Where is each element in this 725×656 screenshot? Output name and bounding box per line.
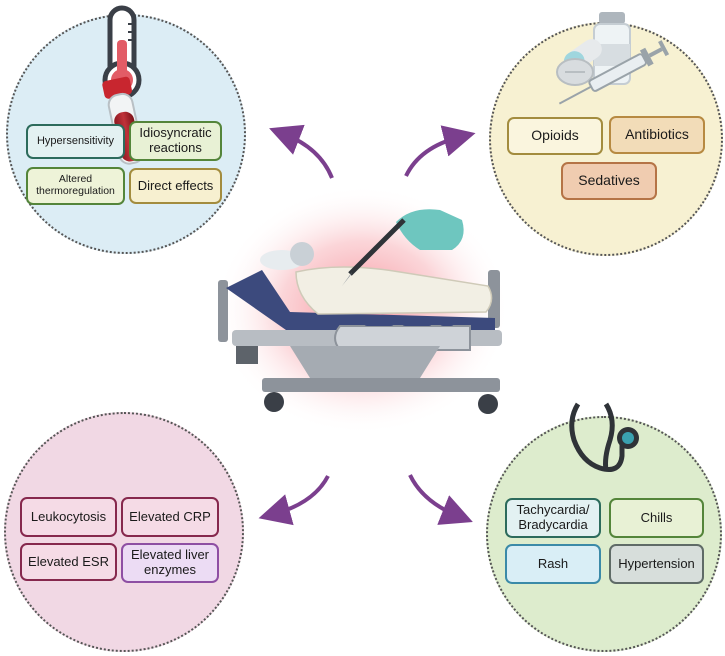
medication-icon [556, 12, 670, 105]
arrow-top-left [269, 124, 334, 179]
item-opioids: Opioids [507, 117, 603, 155]
arrow-top-right [404, 125, 476, 177]
item-leukocytosis: Leukocytosis [20, 497, 117, 537]
item-tachycardia-bradycardia: Tachycardia/ Bradycardia [505, 498, 601, 538]
item-chills: Chills [609, 498, 704, 538]
item-elevated-esr: Elevated ESR [20, 543, 117, 581]
item-altered-thermoregulation: Altered thermoregulation [26, 167, 125, 205]
item-idiosyncratic-reactions: Idiosyncratic reactions [129, 121, 222, 161]
arrow-bottom-left [258, 475, 330, 526]
patient-surgery-icon [218, 209, 502, 414]
item-rash: Rash [505, 544, 601, 584]
item-elevated-crp: Elevated CRP [121, 497, 219, 537]
item-sedatives: Sedatives [561, 162, 657, 200]
item-hypertension: Hypertension [609, 544, 704, 584]
item-direct-effects: Direct effects [129, 168, 222, 204]
item-antibiotics: Antibiotics [609, 116, 705, 154]
stethoscope-icon [569, 402, 639, 472]
arrow-bottom-right [408, 474, 473, 525]
item-hypersensitivity: Hypersensitivity [26, 124, 125, 159]
item-elevated-liver-enzymes: Elevated liver enzymes [121, 543, 219, 583]
